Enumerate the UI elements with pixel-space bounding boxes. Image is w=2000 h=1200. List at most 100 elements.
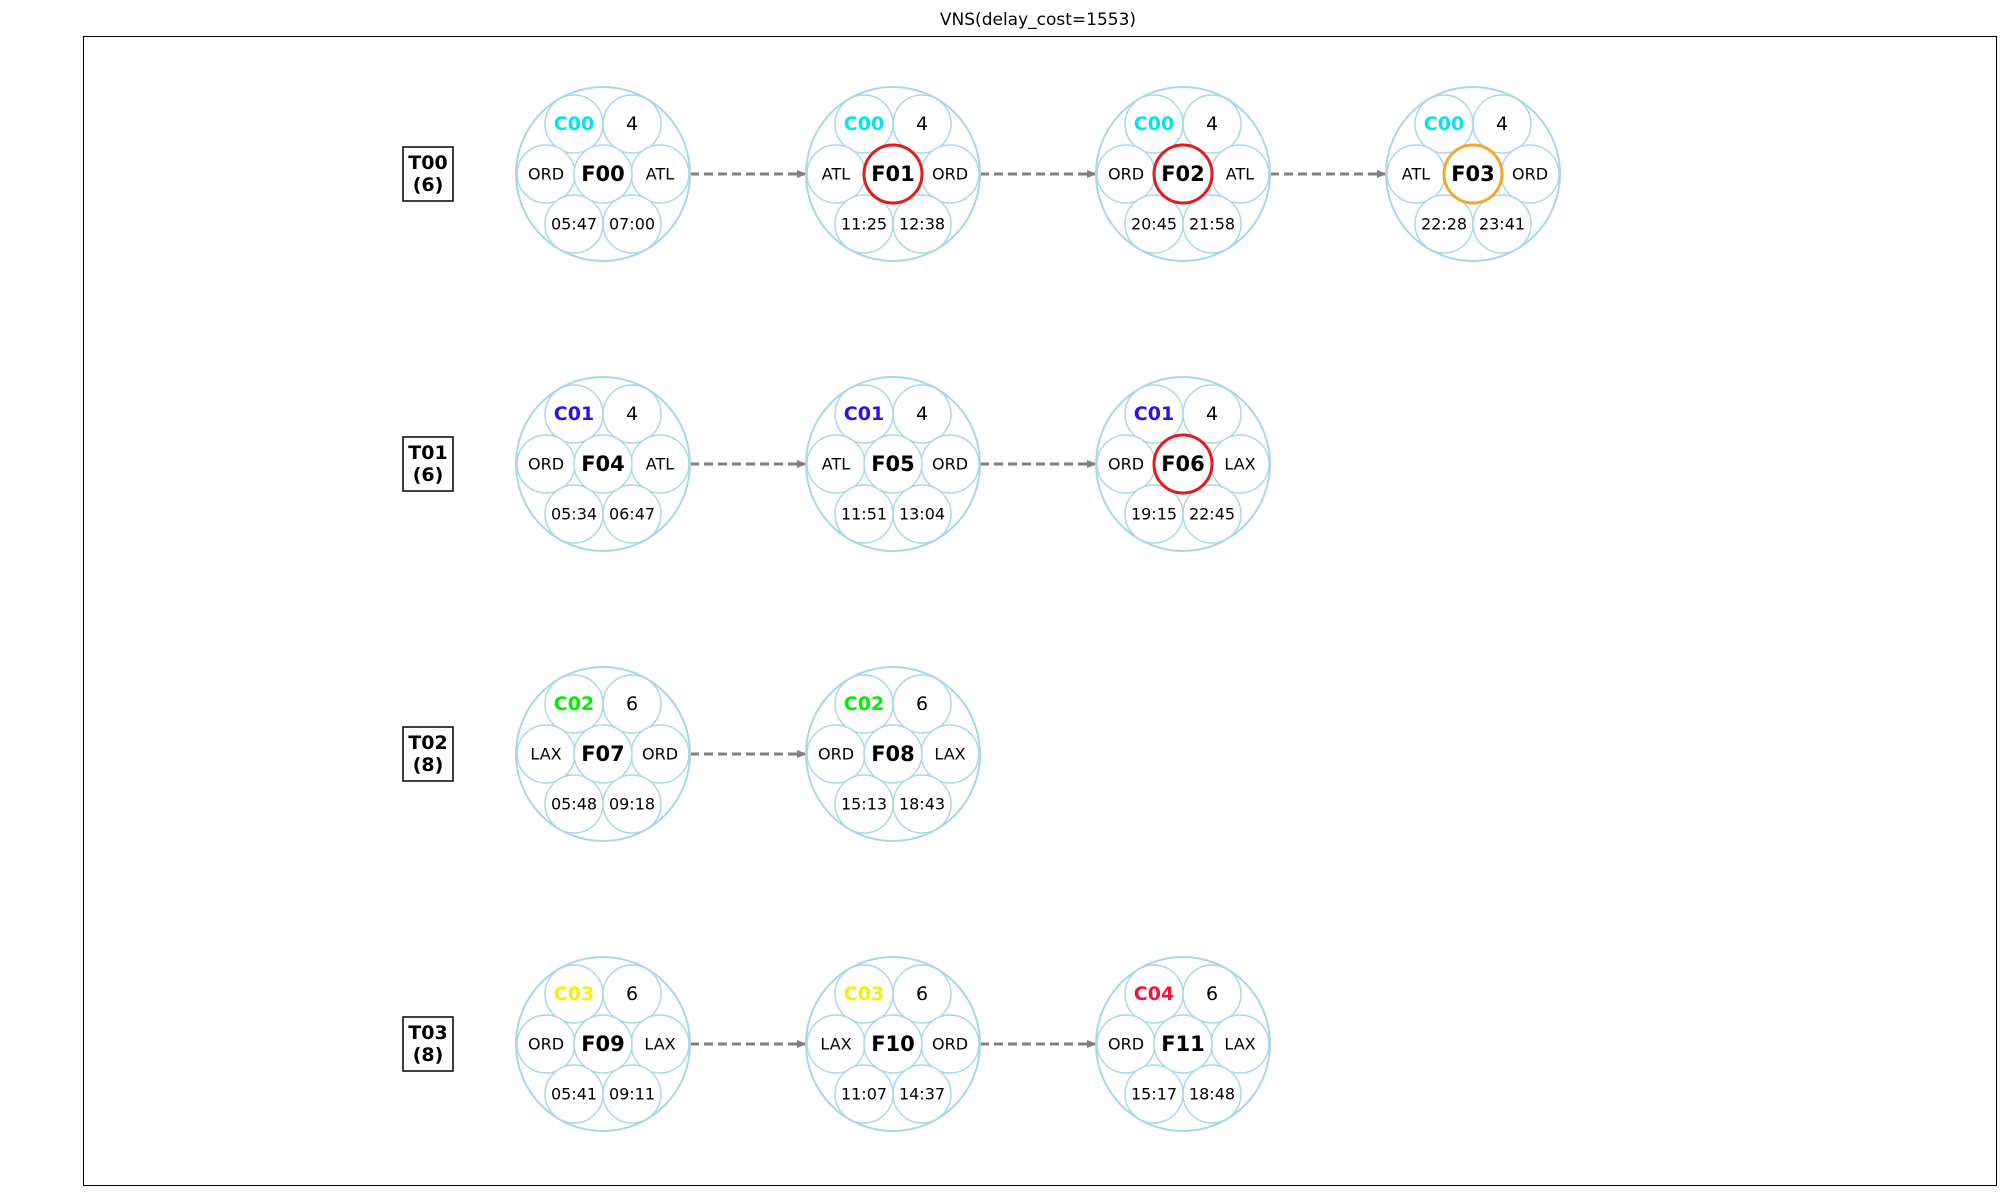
flight-value: 4 xyxy=(1206,403,1218,425)
arrival-time-circle xyxy=(602,1064,662,1124)
flight-status-ring xyxy=(862,143,924,205)
arrival-time: 13:04 xyxy=(899,505,945,524)
flight-value-circle xyxy=(892,964,952,1024)
tail-capacity: (6) xyxy=(413,174,444,196)
arrival-time: 09:11 xyxy=(609,1085,655,1104)
arrival-time: 18:43 xyxy=(899,795,945,814)
origin-airport: ORD xyxy=(1108,455,1144,474)
flight-id: F03 xyxy=(1451,162,1495,186)
departure-time: 11:25 xyxy=(841,215,887,234)
flight-value: 6 xyxy=(916,983,928,1005)
destination-airport: ATL xyxy=(1226,165,1254,184)
origin-airport: LAX xyxy=(530,745,561,764)
arrival-time: 12:38 xyxy=(899,215,945,234)
destination-airport: ORD xyxy=(932,1035,968,1054)
crew-label: C03 xyxy=(554,983,594,1005)
destination-airport: ORD xyxy=(1512,165,1548,184)
flight-id: F05 xyxy=(871,452,915,476)
arrival-time-circle xyxy=(1182,194,1242,254)
departure-time: 05:34 xyxy=(551,505,597,524)
tail-id: T00 xyxy=(408,152,447,174)
destination-airport: LAX xyxy=(644,1035,675,1054)
tail-label-box xyxy=(402,146,454,202)
origin-airport: ORD xyxy=(1108,1035,1144,1054)
flight-status-ring xyxy=(863,1014,923,1074)
arrival-time: 22:45 xyxy=(1189,505,1235,524)
departure-time: 20:45 xyxy=(1131,215,1177,234)
destination-airport: LAX xyxy=(1224,455,1255,474)
tail-label-box xyxy=(402,726,454,782)
flight-value: 6 xyxy=(626,693,638,715)
departure-time: 19:15 xyxy=(1131,505,1177,524)
arrival-time-circle xyxy=(892,1064,952,1124)
arrival-time: 18:48 xyxy=(1189,1085,1235,1104)
flight-value-circle xyxy=(602,964,662,1024)
crew-label: C02 xyxy=(844,693,884,715)
departure-time: 11:07 xyxy=(841,1085,887,1104)
flight-id: F11 xyxy=(1161,1032,1205,1056)
flight-id: F10 xyxy=(871,1032,915,1056)
chart-title: VNS(delay_cost=1553) xyxy=(939,10,1137,30)
flight-status-ring xyxy=(863,724,923,784)
departure-time: 15:17 xyxy=(1131,1085,1177,1104)
departure-time: 15:13 xyxy=(841,795,887,814)
flight-value: 6 xyxy=(916,693,928,715)
origin-airport: ORD xyxy=(528,1035,564,1054)
flight-value: 4 xyxy=(1206,113,1218,135)
flight-value: 6 xyxy=(626,983,638,1005)
flight-value: 4 xyxy=(916,113,928,135)
crew-label: C01 xyxy=(1134,403,1174,425)
flight-value-circle xyxy=(892,384,952,444)
arrival-time-circle xyxy=(1182,484,1242,544)
flight-status-ring xyxy=(573,1014,633,1074)
crew-label: C01 xyxy=(554,403,594,425)
origin-airport: ORD xyxy=(528,455,564,474)
flight-id: F09 xyxy=(581,1032,625,1056)
tail-id: T01 xyxy=(408,442,447,464)
flight-status-ring xyxy=(1152,433,1214,495)
flight-value-circle xyxy=(602,384,662,444)
destination-airport: ATL xyxy=(646,455,674,474)
flight-id: F06 xyxy=(1161,452,1205,476)
flight-value: 4 xyxy=(626,403,638,425)
flight-status-ring xyxy=(573,144,633,204)
tail-label-box xyxy=(402,1016,454,1072)
crew-label: C00 xyxy=(1134,113,1174,135)
arrival-time-circle xyxy=(1472,194,1532,254)
arrival-time: 09:18 xyxy=(609,795,655,814)
tail-capacity: (8) xyxy=(413,754,444,776)
flight-status-ring xyxy=(573,434,633,494)
flight-value-circle xyxy=(602,94,662,154)
arrival-time-circle xyxy=(602,194,662,254)
destination-airport: LAX xyxy=(934,745,965,764)
tail-label-box xyxy=(402,436,454,492)
tail-capacity: (6) xyxy=(413,464,444,486)
flight-value: 4 xyxy=(1496,113,1508,135)
flight-id: F04 xyxy=(581,452,625,476)
departure-time: 05:47 xyxy=(551,215,597,234)
flight-value-circle xyxy=(1182,964,1242,1024)
flight-value-circle xyxy=(1472,94,1532,154)
origin-airport: ORD xyxy=(818,745,854,764)
origin-airport: ATL xyxy=(822,165,850,184)
flight-value-circle xyxy=(892,674,952,734)
arrival-time-circle xyxy=(892,194,952,254)
crew-label: C03 xyxy=(844,983,884,1005)
departure-time: 22:28 xyxy=(1421,215,1467,234)
arrival-time: 07:00 xyxy=(609,215,655,234)
arrival-time-circle xyxy=(1182,1064,1242,1124)
origin-airport: ATL xyxy=(822,455,850,474)
crew-label: C00 xyxy=(554,113,594,135)
flight-status-ring xyxy=(863,434,923,494)
arrival-time-circle xyxy=(892,774,952,834)
arrival-time: 14:37 xyxy=(899,1085,945,1104)
arrival-time-circle xyxy=(892,484,952,544)
arrival-time-circle xyxy=(602,484,662,544)
origin-airport: LAX xyxy=(820,1035,851,1054)
destination-airport: LAX xyxy=(1224,1035,1255,1054)
flight-status-ring xyxy=(573,724,633,784)
departure-time: 05:48 xyxy=(551,795,597,814)
flight-value: 4 xyxy=(916,403,928,425)
destination-airport: ORD xyxy=(932,455,968,474)
